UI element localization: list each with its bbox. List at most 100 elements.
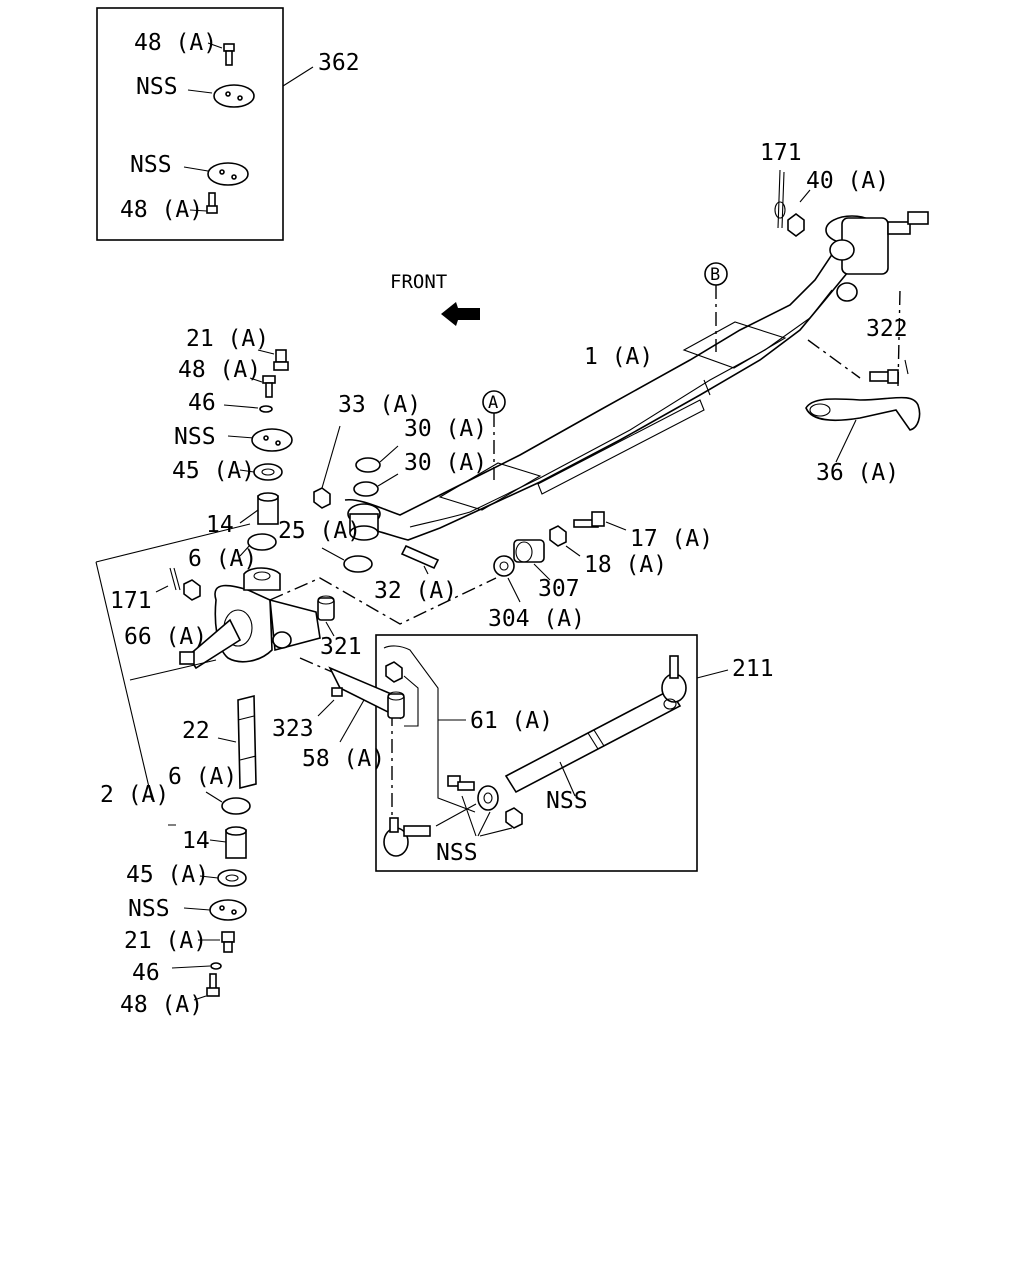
bush-307: [513, 539, 551, 581]
callout-a-text: A: [488, 393, 498, 413]
label-362: 362: [318, 50, 360, 76]
label-45a-top: 45 (A): [172, 458, 255, 484]
bushing-25a: [321, 547, 373, 573]
bolt-32a: [400, 544, 440, 575]
inset-bolt-top: [207, 42, 235, 66]
label-21a-top: 21 (A): [186, 326, 269, 352]
shim-45a-top: [239, 463, 283, 481]
steering-arm: [805, 396, 921, 463]
inset-cap-top: [187, 84, 255, 108]
left-nut-66a: [183, 579, 201, 601]
cap-nss-mid: [227, 428, 293, 452]
label-6a-bottom: 6 (A): [168, 764, 237, 790]
label-14-top: 14: [206, 512, 234, 538]
left-lower-stack: [171, 791, 251, 1001]
callout-a: A: [482, 390, 506, 480]
label-46-bottom: 46: [132, 960, 160, 986]
label-33a: 33 (A): [338, 392, 421, 418]
label-14-bottom: 14: [182, 828, 210, 854]
callout-b: B: [704, 262, 728, 352]
label-25a: 25 (A): [278, 518, 361, 544]
oring-6a-top: [239, 533, 277, 557]
label-48a-mid: 48 (A): [178, 357, 261, 383]
labels: FRONT 362 48 (A) NSS NSS 48 (A) 171 40 (…: [100, 30, 908, 1018]
label-58a: 58 (A): [302, 746, 385, 772]
inset-box-362: [96, 7, 314, 241]
right-nut: [787, 189, 811, 237]
label-323: 323: [272, 716, 314, 742]
label-40a: 40 (A): [806, 168, 889, 194]
bolt-48a-bottom: [193, 973, 220, 1001]
label-6a-top: 6 (A): [188, 546, 257, 572]
label-30a-2: 30 (A): [404, 450, 487, 476]
label-nss-box-1: NSS: [136, 74, 178, 100]
king-pin-22: [217, 694, 257, 790]
label-36a: 36 (A): [816, 460, 899, 486]
washer-30a-2: [353, 481, 379, 497]
left-cotter-pin: [155, 567, 181, 593]
bracket-2a: [95, 523, 497, 826]
knuckle-arm-end: [347, 503, 381, 541]
label-61a: 61 (A): [470, 708, 553, 734]
label-48a-box-top: 48 (A): [134, 30, 217, 56]
bolt-17a: [573, 511, 627, 531]
right-knuckle: [825, 211, 929, 302]
label-nss-rod: NSS: [546, 788, 588, 814]
label-nss-bottom: NSS: [128, 896, 170, 922]
label-321: 321: [320, 634, 362, 660]
washer-30a-1: [355, 457, 381, 473]
nut-33a: [313, 425, 341, 509]
tie-rod-box-211: [375, 634, 729, 872]
label-66a: 66 (A): [124, 624, 207, 650]
label-nss-box-2: NSS: [130, 152, 172, 178]
tie-rod-end-left: [383, 817, 431, 857]
label-304a: 304 (A): [488, 606, 585, 632]
left-knuckle: [155, 567, 321, 670]
shim-45a-bottom: [199, 869, 247, 887]
center-connectors: [313, 425, 627, 637]
label-307: 307: [538, 576, 580, 602]
front-arrow: [441, 302, 480, 326]
inset-cap-bottom: [183, 162, 249, 186]
nut-18a: [549, 525, 581, 557]
tie-rod-clamp: [477, 785, 499, 811]
label-32a: 32 (A): [374, 578, 457, 604]
label-171-top: 171: [760, 140, 802, 166]
left-upper-stack: [223, 349, 293, 557]
label-30a-1: 30 (A): [404, 416, 487, 442]
oring-6a-bottom: [205, 791, 251, 815]
tie-rod-tube: [504, 688, 682, 797]
label-22: 22: [182, 718, 210, 744]
tie-rod-end-right: [661, 655, 687, 710]
pin-321: [317, 595, 335, 637]
label-45a-bottom: 45 (A): [126, 862, 209, 888]
label-48a-bottom: 48 (A): [120, 992, 203, 1018]
callout-b-text: B: [710, 265, 720, 285]
grease-nipple-bottom: [198, 931, 235, 953]
label-46-top: 46: [188, 390, 216, 416]
tie-rod-nss-bolt: [447, 775, 475, 791]
grease-nipple-top: [257, 349, 289, 371]
label-2a: 2 (A): [100, 782, 169, 808]
bushing-14-bottom: [209, 826, 247, 859]
knuckle-arm-58a: [317, 666, 405, 743]
cap-nss-bottom: [183, 899, 247, 921]
label-21a-bottom: 21 (A): [124, 928, 207, 954]
label-171-left: 171: [110, 588, 152, 614]
bushing-14-top: [239, 492, 279, 525]
label-17a: 17 (A): [630, 526, 713, 552]
label-48a-box-bot: 48 (A): [120, 197, 203, 223]
label-322: 322: [866, 316, 908, 342]
bolt-48a-mid: [249, 375, 276, 398]
label-211: 211: [732, 656, 774, 682]
bolt-323: [331, 687, 343, 697]
label-nss-mid: NSS: [174, 424, 216, 450]
right-cotter-pin: [774, 169, 786, 229]
nut-box-top: [385, 661, 403, 683]
washer-46-bottom: [171, 962, 222, 970]
seal-304a: [493, 555, 521, 603]
front-label: FRONT: [390, 271, 447, 293]
bolt-322: [869, 359, 909, 384]
inset-bolt-bottom: [189, 192, 218, 214]
